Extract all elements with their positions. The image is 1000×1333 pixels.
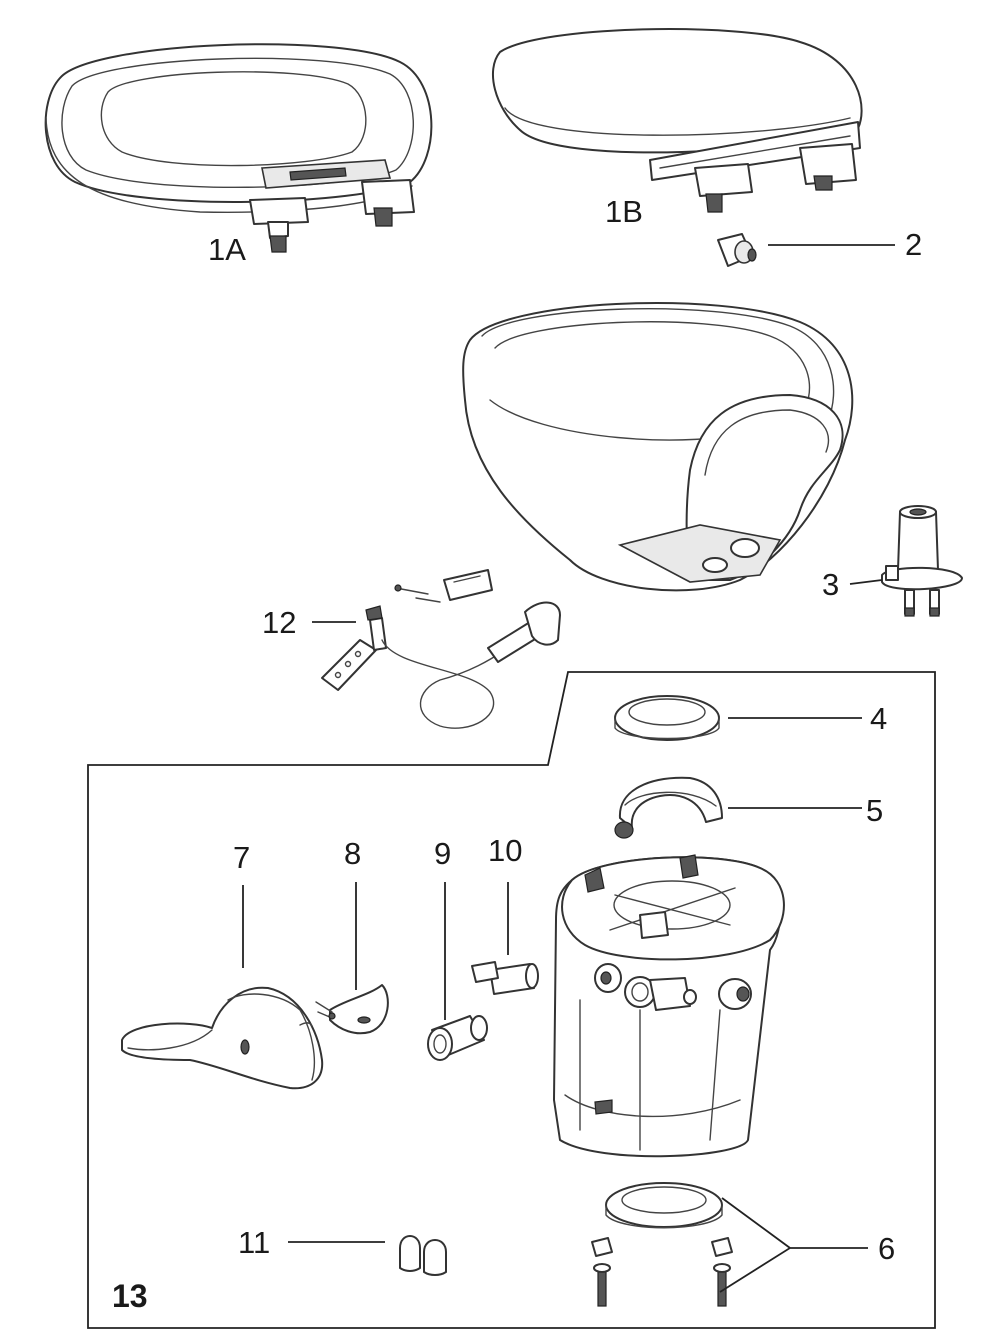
bolt-right	[711, 1237, 733, 1307]
cartridge-9	[427, 1015, 488, 1061]
callout-1b: 1B	[605, 194, 643, 229]
seat-1a	[44, 43, 433, 253]
callout-9: 9	[434, 836, 452, 871]
callout-12: 12	[262, 605, 297, 640]
bracket-8	[315, 984, 389, 1035]
water-valve-3	[881, 505, 963, 617]
toilet-bowl	[462, 302, 854, 592]
callout-8: 8	[344, 836, 362, 871]
callout-1a: 1A	[208, 232, 246, 267]
assembly-13-frame	[87, 671, 936, 1329]
caps-11	[399, 1235, 447, 1276]
bolt-left	[591, 1237, 613, 1307]
pedal-7	[121, 986, 324, 1090]
hand-sprayer-12	[321, 569, 561, 729]
callout-5: 5	[866, 793, 884, 828]
pin-10	[471, 961, 539, 995]
leader-6	[719, 1197, 868, 1293]
fitting-2	[717, 233, 757, 267]
flush-ball-5	[614, 776, 723, 839]
callout-3: 3	[822, 567, 840, 602]
seal-4	[614, 695, 720, 741]
seal-6	[605, 1182, 723, 1229]
callout-7: 7	[233, 840, 251, 875]
callout-6: 6	[878, 1231, 896, 1266]
callout-4: 4	[870, 701, 888, 736]
leader-3	[849, 579, 883, 585]
base-housing	[553, 854, 785, 1158]
callout-2: 2	[905, 227, 923, 262]
callout-11: 11	[238, 1225, 271, 1260]
callout-13: 13	[112, 1278, 148, 1314]
callout-10: 10	[488, 833, 523, 868]
lid-1b	[491, 28, 863, 213]
